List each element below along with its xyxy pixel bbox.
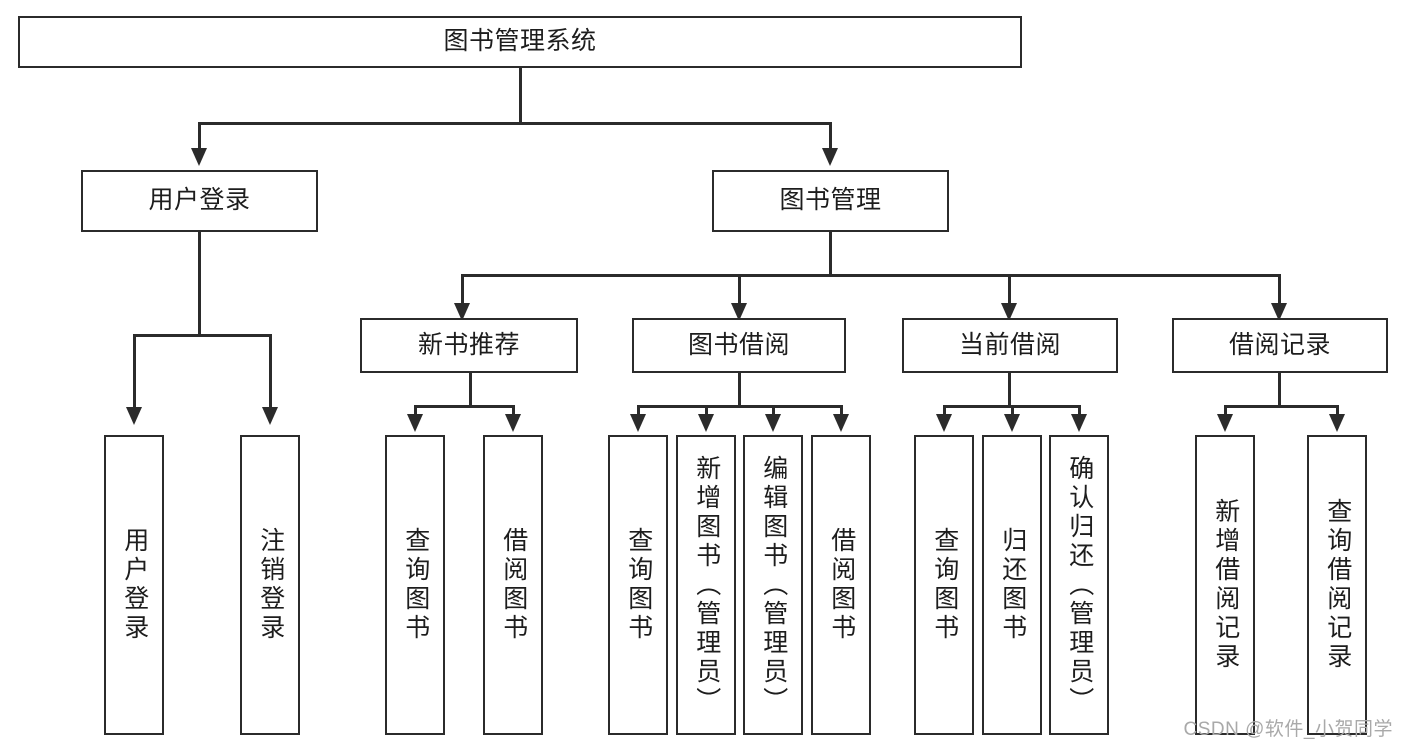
edge-recommend-stem xyxy=(469,373,472,407)
node-label: 借阅记录 xyxy=(1228,330,1331,359)
edge-bookmgmt-to-l2-3 xyxy=(1278,274,1281,306)
leaf-recommend-query-book[interactable]: 查询图书 xyxy=(385,435,445,735)
leaf-logout[interactable]: 注销登录 xyxy=(240,435,300,735)
edge-root-to-userlogin xyxy=(198,122,201,152)
node-label: 编辑图书（管理员） xyxy=(759,454,788,716)
node-label: 图书管理系统 xyxy=(443,27,597,56)
edge-bookmgmt-stem xyxy=(829,232,832,276)
node-label: 新增借阅记录 xyxy=(1211,498,1240,672)
edge-root-bus xyxy=(198,122,832,125)
leaf-borrow-query-book[interactable]: 查询图书 xyxy=(608,435,668,735)
leaf-current-confirm-return-admin[interactable]: 确认归还（管理员） xyxy=(1049,435,1109,735)
node-current-borrow[interactable]: 当前借阅 xyxy=(902,318,1118,373)
edge-record-to-leaf1 xyxy=(1336,405,1339,417)
edge-recommend-bus xyxy=(414,405,514,408)
arrow-borrow-to-leaf0 xyxy=(630,414,646,432)
edge-borrow-to-leaf1 xyxy=(705,405,708,417)
node-label: 用户登录 xyxy=(120,527,149,643)
arrow-bookmgmt-to-l2-2 xyxy=(1001,303,1017,321)
node-label: 查询图书 xyxy=(930,527,959,643)
arrow-userlogin-to-leaf1 xyxy=(262,407,278,425)
node-book-management[interactable]: 图书管理 xyxy=(712,170,949,232)
leaf-borrow-edit-book-admin[interactable]: 编辑图书（管理员） xyxy=(743,435,803,735)
leaf-record-add-borrow-record[interactable]: 新增借阅记录 xyxy=(1195,435,1255,735)
arrow-borrow-to-leaf2 xyxy=(765,414,781,432)
edge-recommend-to-leaf0 xyxy=(414,405,417,417)
node-label: 图书借阅 xyxy=(687,330,790,359)
leaf-user-login[interactable]: 用户登录 xyxy=(104,435,164,735)
edge-userlogin-bus xyxy=(133,334,271,337)
edge-bookmgmt-to-l2-0 xyxy=(461,274,464,306)
watermark-text: CSDN @软件_小贺同学 xyxy=(1183,719,1393,740)
node-label: 注销登录 xyxy=(256,527,285,643)
edge-userlogin-stem xyxy=(198,232,201,336)
arrow-borrow-to-leaf3 xyxy=(833,414,849,432)
arrow-bookmgmt-to-l2-1 xyxy=(731,303,747,321)
node-label: 查询图书 xyxy=(624,527,653,643)
edge-borrow-to-leaf3 xyxy=(840,405,843,417)
arrow-bookmgmt-to-l2-0 xyxy=(454,303,470,321)
node-root-system[interactable]: 图书管理系统 xyxy=(18,16,1022,68)
arrow-bookmgmt-to-l2-3 xyxy=(1271,303,1287,321)
arrow-userlogin-to-leaf0 xyxy=(126,407,142,425)
edge-recommend-to-leaf1 xyxy=(512,405,515,417)
edge-record-stem xyxy=(1278,373,1281,407)
node-borrow-record[interactable]: 借阅记录 xyxy=(1172,318,1388,373)
node-user-login[interactable]: 用户登录 xyxy=(81,170,318,232)
edge-borrow-bus xyxy=(637,405,841,408)
edge-root-stem xyxy=(519,68,522,124)
leaf-record-query-borrow-record[interactable]: 查询借阅记录 xyxy=(1307,435,1367,735)
node-book-borrow[interactable]: 图书借阅 xyxy=(632,318,846,373)
node-new-book-recommend[interactable]: 新书推荐 xyxy=(360,318,578,373)
arrow-recommend-to-leaf1 xyxy=(505,414,521,432)
edge-root-to-bookmgmt xyxy=(829,122,832,152)
leaf-borrow-add-book-admin[interactable]: 新增图书（管理员） xyxy=(676,435,736,735)
node-label: 借阅图书 xyxy=(499,527,528,643)
edge-current-stem xyxy=(1008,373,1011,407)
arrow-record-to-leaf0 xyxy=(1217,414,1233,432)
node-label: 用户登录 xyxy=(148,186,251,215)
arrow-record-to-leaf1 xyxy=(1329,414,1345,432)
edge-current-to-leaf0 xyxy=(943,405,946,417)
edge-bookmgmt-to-l2-1 xyxy=(738,274,741,306)
edge-bookmgmt-to-l2-2 xyxy=(1008,274,1011,306)
node-label: 查询图书 xyxy=(401,527,430,643)
leaf-borrow-borrow-book[interactable]: 借阅图书 xyxy=(811,435,871,735)
arrow-current-to-leaf0 xyxy=(936,414,952,432)
edge-record-bus xyxy=(1224,405,1338,408)
edge-current-to-leaf2 xyxy=(1078,405,1081,417)
arrow-current-to-leaf2 xyxy=(1071,414,1087,432)
edge-borrow-to-leaf0 xyxy=(637,405,640,417)
edge-borrow-to-leaf2 xyxy=(772,405,775,417)
leaf-current-query-book[interactable]: 查询图书 xyxy=(914,435,974,735)
node-label: 当前借阅 xyxy=(958,330,1061,359)
arrow-current-to-leaf1 xyxy=(1004,414,1020,432)
arrow-root-to-userlogin xyxy=(191,148,207,166)
arrow-root-to-bookmgmt xyxy=(822,148,838,166)
edge-userlogin-to-leaf1 xyxy=(269,334,272,410)
edge-record-to-leaf0 xyxy=(1224,405,1227,417)
leaf-recommend-borrow-book[interactable]: 借阅图书 xyxy=(483,435,543,735)
node-label: 确认归还（管理员） xyxy=(1065,454,1094,716)
leaf-current-return-book[interactable]: 归还图书 xyxy=(982,435,1042,735)
node-label: 归还图书 xyxy=(998,527,1027,643)
edge-borrow-stem xyxy=(738,373,741,407)
node-label: 新书推荐 xyxy=(417,330,520,359)
node-label: 借阅图书 xyxy=(827,527,856,643)
arrow-borrow-to-leaf1 xyxy=(698,414,714,432)
arrow-recommend-to-leaf0 xyxy=(407,414,423,432)
edge-bookmgmt-bus xyxy=(461,274,1280,277)
node-label: 查询借阅记录 xyxy=(1323,498,1352,672)
node-label: 新增图书（管理员） xyxy=(692,454,721,716)
node-label: 图书管理 xyxy=(779,186,882,215)
edge-userlogin-to-leaf0 xyxy=(133,334,136,410)
edge-current-to-leaf1 xyxy=(1011,405,1014,417)
